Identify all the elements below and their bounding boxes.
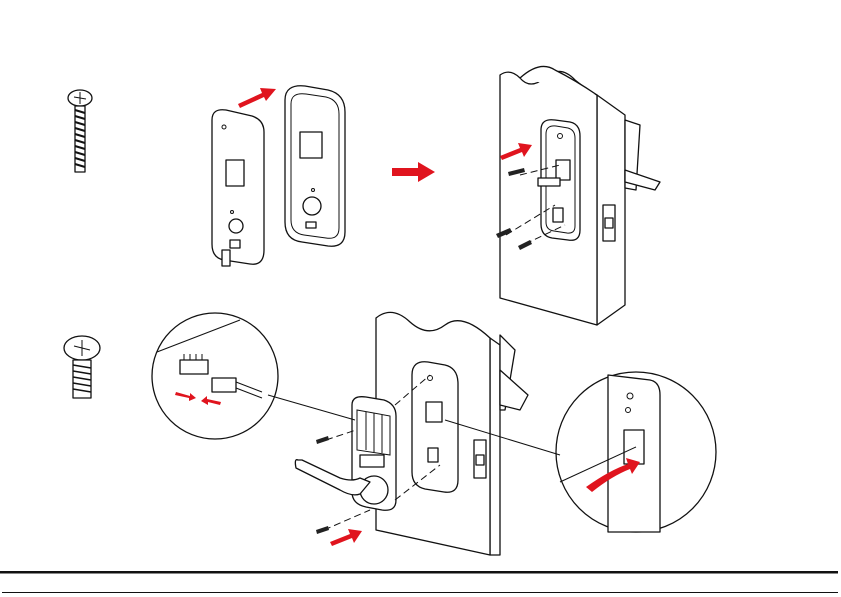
cable-routing-detail-circle [555, 371, 717, 533]
screw-icon [316, 526, 329, 534]
mounting-plate [211, 109, 265, 267]
arrow-right-icon [500, 143, 532, 160]
screw-icon [316, 436, 329, 444]
arrow-right-icon [238, 88, 276, 108]
arrow-right-icon [330, 529, 362, 546]
door-panel-bottom [375, 311, 529, 556]
gasket-plate [284, 85, 346, 247]
connector-detail-circle [151, 312, 279, 440]
door-panel-top [496, 65, 661, 326]
lock-body [294, 396, 397, 511]
footer-rule [2, 592, 838, 593]
arrow-right-icon [392, 162, 435, 182]
short-screw-icon [63, 335, 101, 399]
footer-divider [0, 571, 838, 574]
long-screw-icon [67, 89, 93, 173]
